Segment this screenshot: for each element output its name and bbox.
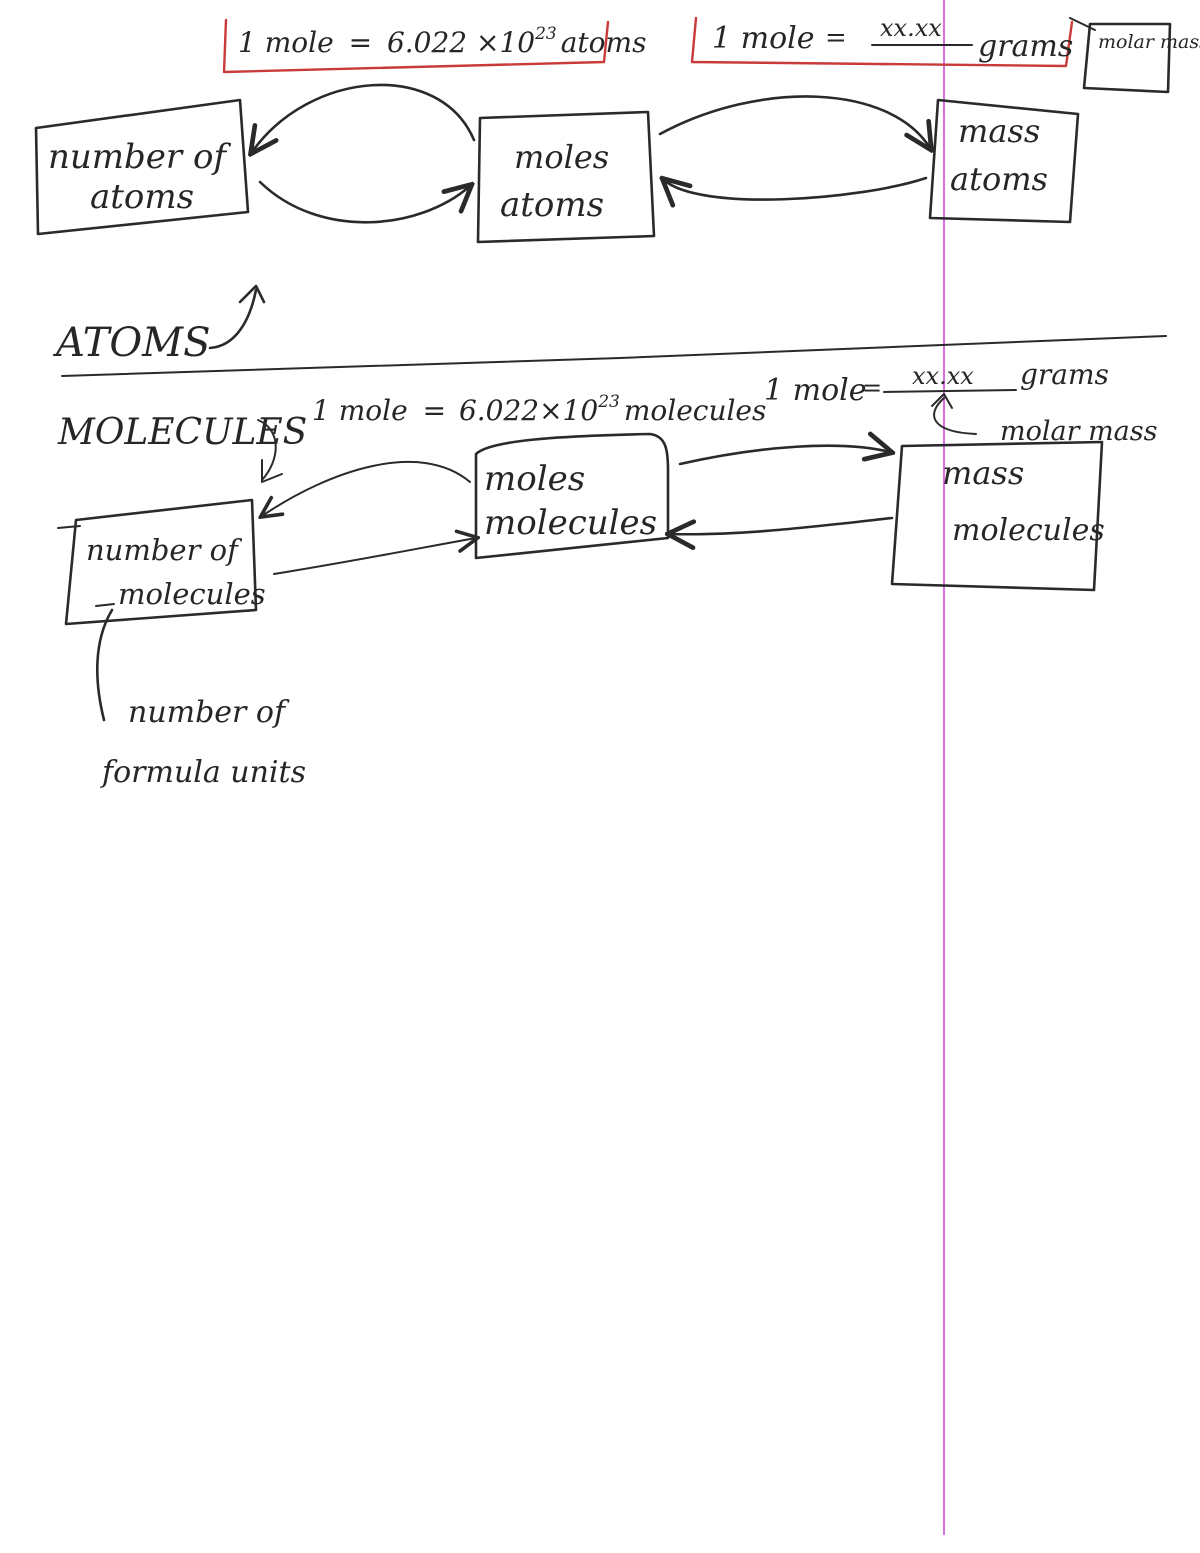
svg-text:1 mole: 1 mole [764, 373, 866, 408]
svg-text:molar mass: molar mass [1098, 31, 1200, 53]
svg-text:number of: number of [86, 533, 243, 567]
arrow-number-to-moles-atoms [258, 180, 470, 224]
arrow-moles-to-mass-molecules [678, 446, 890, 466]
section-divider [61, 335, 1167, 377]
svg-text:1 mole: 1 mole [712, 21, 814, 56]
svg-text:molecules: molecules [484, 503, 657, 543]
svg-text:mass: mass [942, 454, 1024, 492]
arrow-moles-to-mass-atoms [658, 95, 930, 148]
svg-text:number of: number of [48, 137, 231, 177]
atoms-label: ATOMS [52, 284, 266, 366]
svg-text:atoms: atoms [950, 160, 1048, 198]
box-mass-atoms: mass atoms [928, 98, 1080, 224]
svg-text:=: = [825, 23, 847, 53]
box-number-of-atoms: number of atoms [34, 98, 250, 236]
box-number-of-molecules: number of molecules [57, 498, 266, 626]
svg-text:atoms: atoms [90, 177, 194, 217]
svg-text:ATOMS: ATOMS [52, 320, 211, 366]
svg-text:mass: mass [958, 112, 1040, 150]
svg-text:MOLECULES: MOLECULES [57, 412, 307, 453]
molar-mass-atoms-equation: 1 mole = xx.xx grams molar mass [690, 14, 1200, 94]
arrow-moles-to-number-molecules [262, 461, 471, 516]
arrow-number-to-moles-molecules [273, 538, 476, 575]
svg-text:xx.xx: xx.xx [880, 14, 942, 42]
molecules-label: MOLECULES [57, 412, 307, 483]
svg-text:grams: grams [978, 29, 1073, 64]
svg-text:moles: moles [484, 459, 585, 499]
box-mass-molecules: mass molecules [890, 440, 1105, 592]
molar-mass-note: molar mass [1098, 31, 1200, 53]
svg-text:=: = [862, 374, 882, 402]
svg-text:moles: moles [514, 138, 609, 176]
svg-text:atoms: atoms [500, 185, 604, 225]
box-moles-atoms: moles atoms [476, 110, 656, 244]
box-moles-molecules: moles molecules [474, 432, 670, 560]
svg-text:molecules: molecules [118, 577, 266, 611]
formula-units-note: number of formula units [95, 603, 306, 790]
svg-text:formula units: formula units [100, 755, 306, 790]
arrow-mass-to-moles-atoms [664, 178, 928, 200]
svg-text:xx.xx: xx.xx [912, 362, 974, 390]
svg-text:grams: grams [1020, 358, 1109, 391]
svg-text:number of: number of [128, 695, 290, 730]
arrow-moles-to-number-atoms [252, 83, 476, 152]
molar-mass-molecules-equation: 1 mole = xx.xx grams molar mass [764, 358, 1158, 447]
svg-text:molecules: molecules [952, 513, 1105, 548]
arrow-mass-to-moles-molecules [670, 516, 894, 534]
